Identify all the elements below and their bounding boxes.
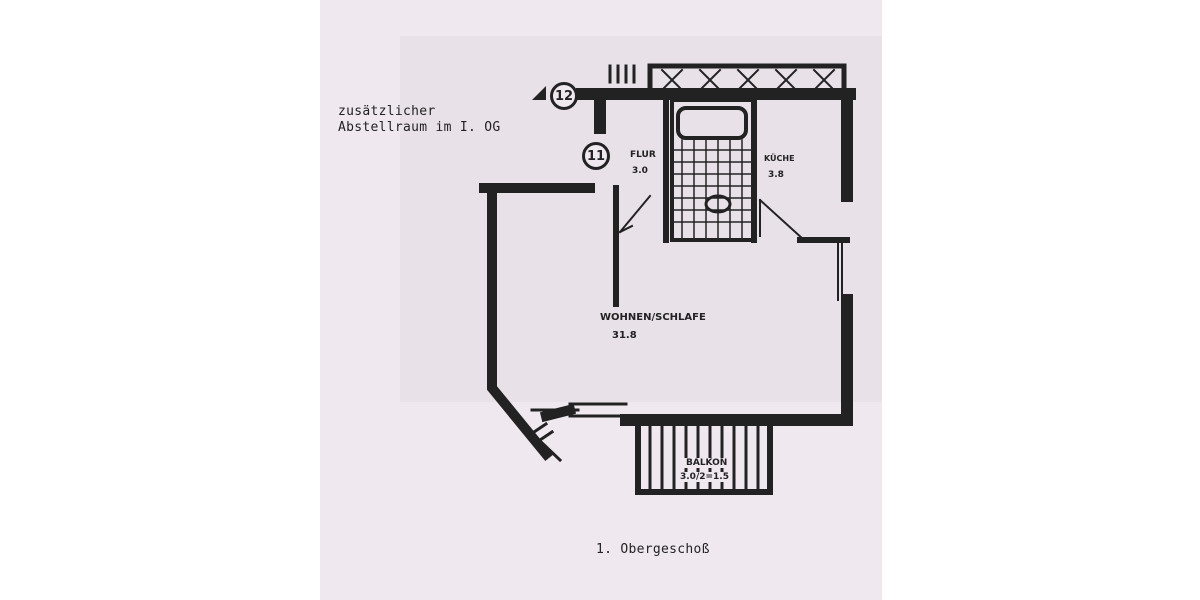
storage-note: zusätzlicher Abstellraum im I. OG — [338, 104, 501, 136]
bathroom-block — [670, 98, 756, 242]
exterior-walls — [576, 88, 856, 426]
washbasin — [704, 194, 732, 214]
floor-plan — [479, 63, 856, 495]
storage-note-line-1: zusätzlicher — [338, 104, 436, 119]
room-label-kueche: KÜCHE — [764, 154, 795, 163]
upper-railing-posts — [608, 64, 636, 84]
marker-11: 11 — [582, 142, 610, 170]
upper-railing-cross-bracing — [660, 68, 836, 92]
room-area-flur: 3.0 — [632, 166, 648, 176]
right-window — [837, 239, 843, 301]
section-arrow — [532, 86, 546, 100]
bay-window — [515, 402, 628, 463]
room-label-wohnen: WOHNEN/SCHLAFE — [600, 312, 706, 323]
room-label-balkon: BALKON — [684, 458, 730, 468]
interior-partitions — [613, 97, 850, 307]
bathroom-tile-grid — [671, 139, 755, 241]
door-swings — [618, 194, 806, 242]
room-area-kueche: 3.8 — [768, 170, 784, 180]
bathtub — [676, 106, 748, 140]
marker-12: 12 — [550, 82, 578, 110]
floor-caption: 1. Obergeschoß — [596, 542, 710, 557]
scanned-sheet: zusätzlicher Abstellraum im I. OG — [320, 0, 882, 600]
room-area-balkon: 3.0/2=1.5 — [678, 472, 731, 482]
room-label-flur: FLUR — [630, 150, 656, 160]
room-area-wohnen: 31.8 — [612, 330, 637, 341]
storage-note-line-2: Abstellraum im I. OG — [338, 120, 501, 135]
balcony-frame — [635, 417, 773, 495]
living-room-walls — [479, 183, 595, 462]
